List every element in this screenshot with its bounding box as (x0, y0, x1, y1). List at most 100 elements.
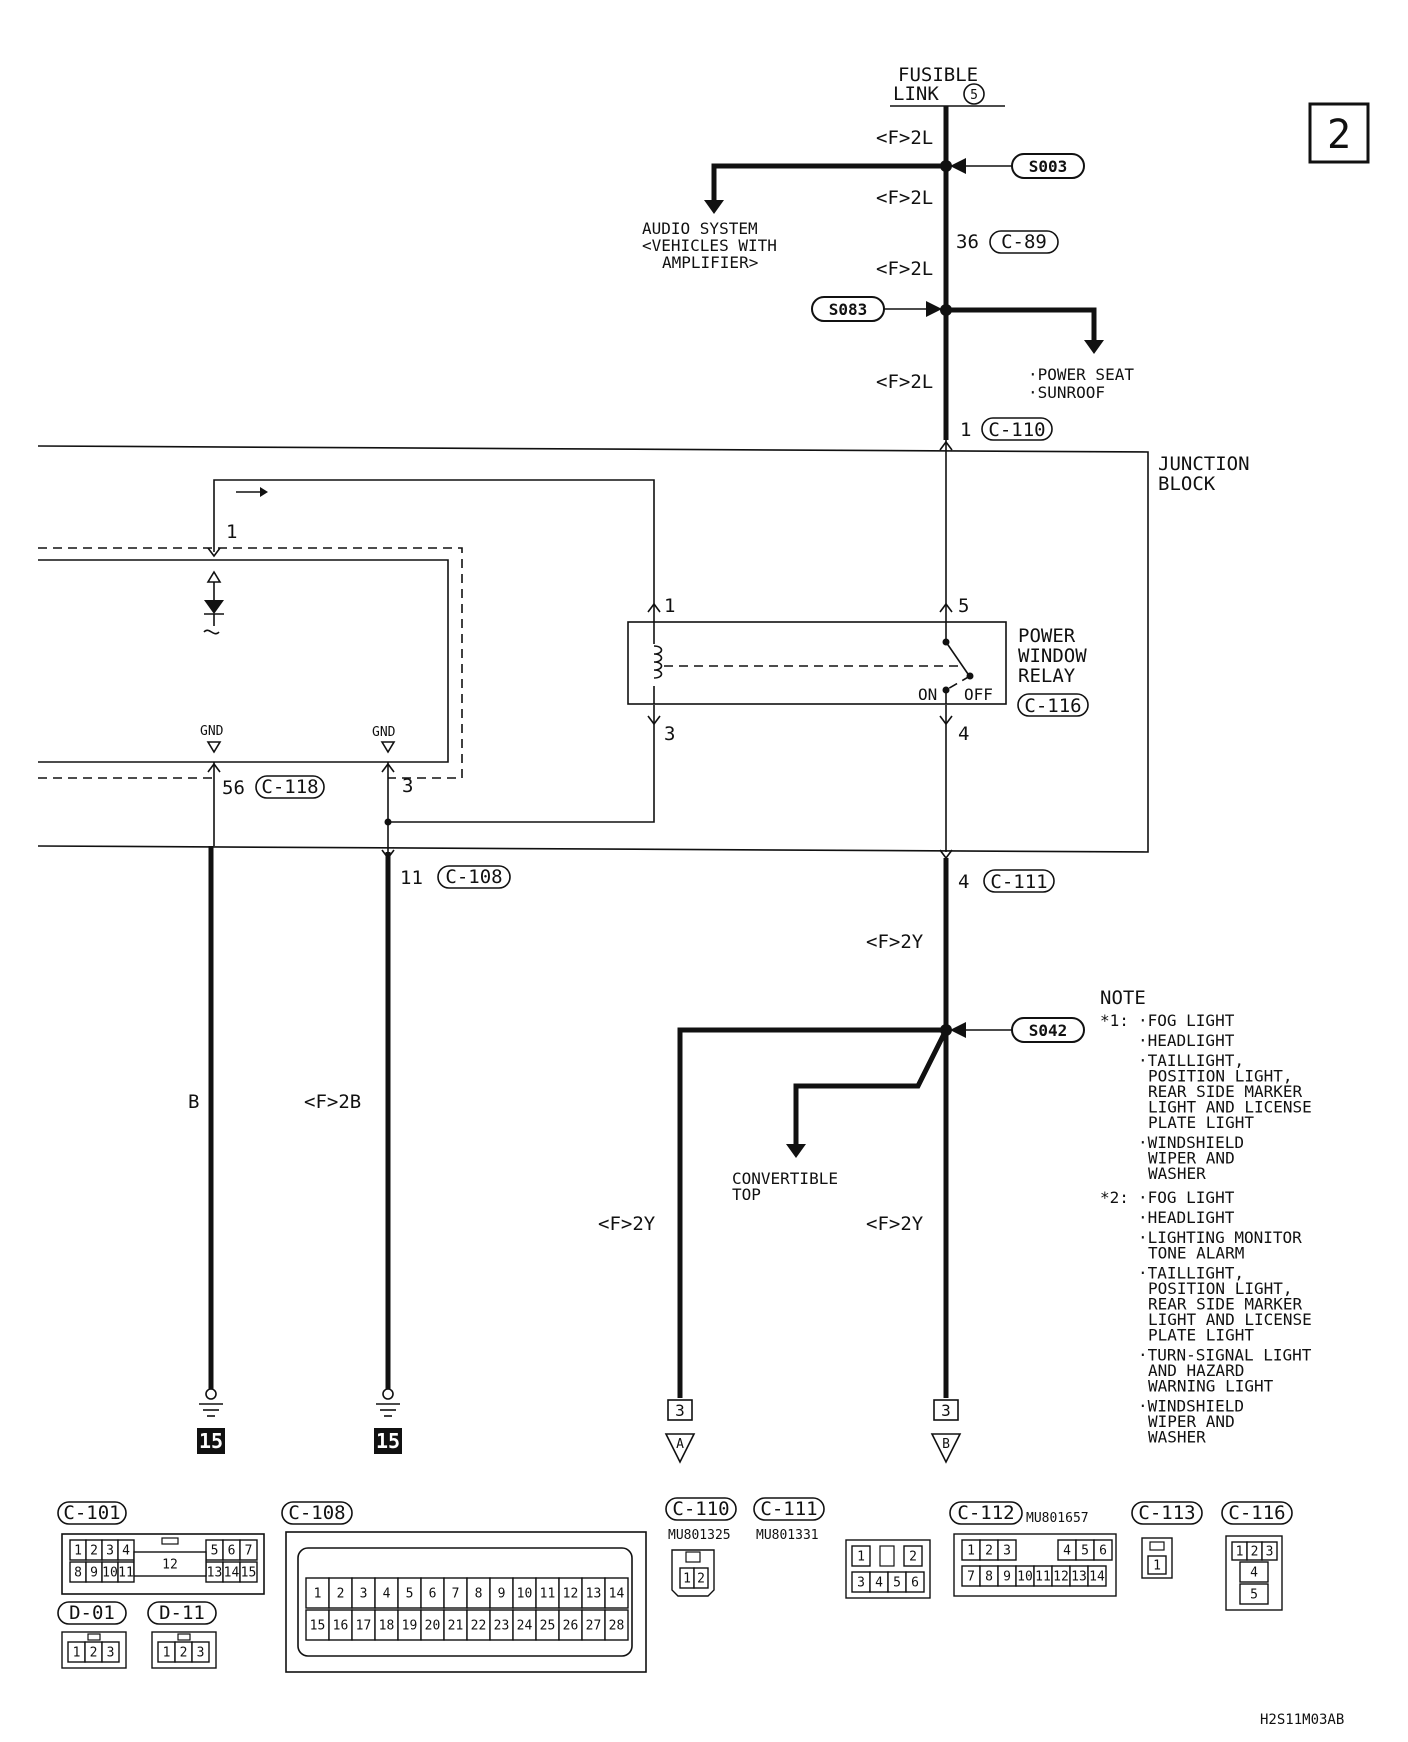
pin-number: 13 (586, 1587, 602, 1602)
ground-ref-1: 15 (199, 1429, 223, 1453)
pin-number: 12 (1053, 1570, 1069, 1585)
pin-number: 3 (106, 1544, 114, 1559)
pin-number: 1 (74, 1544, 82, 1559)
pin-number: 10 (517, 1587, 533, 1602)
pin-number: 2 (1251, 1545, 1259, 1560)
pin-number: 2 (90, 1544, 98, 1559)
svg-text:S042: S042 (1029, 1021, 1068, 1040)
pin-number: 1 (314, 1587, 322, 1602)
wire-code-f2b: <F>2B (304, 1091, 361, 1113)
ground-wire-2b: 3 11 C-108 <F>2B 15 (304, 762, 511, 1454)
pin-number: 12 (162, 1558, 178, 1573)
continuation-a: 3 A (664, 1399, 696, 1464)
pin-relay-3: 3 (664, 723, 675, 745)
note-item: ·WINDSHIELD (1138, 1397, 1244, 1416)
pin-number: 15 (241, 1566, 257, 1581)
pin-number: 8 (475, 1587, 483, 1602)
pin-number: 3 (360, 1587, 368, 1602)
note-item: LIGHT AND LICENSE (1148, 1098, 1312, 1117)
pin-number: 6 (429, 1587, 437, 1602)
note-item: ·TURN-SIGNAL LIGHT (1138, 1346, 1312, 1365)
svg-text:AUDIO SYSTEM: AUDIO SYSTEM (642, 219, 758, 238)
pin-number: 4 (122, 1544, 130, 1559)
junction-block: JUNCTION BLOCK (37, 445, 1250, 853)
pin-number: 7 (245, 1544, 253, 1559)
svg-text:C-116: C-116 (1024, 695, 1081, 717)
pin-number: 22 (471, 1619, 487, 1634)
svg-text:OFF: OFF (964, 685, 993, 704)
pin-number: 1 (857, 1550, 865, 1565)
pin-number: 11 (118, 1566, 134, 1581)
pin-number: 25 (540, 1619, 556, 1634)
pin-number: 2 (180, 1646, 188, 1661)
pin-number: 5 (1081, 1544, 1089, 1559)
svg-text:C-113: C-113 (1138, 1502, 1195, 1524)
pin-number: 12 (563, 1587, 579, 1602)
pin-number: 1 (683, 1572, 691, 1587)
note-item: TONE ALARM (1148, 1244, 1244, 1263)
output-wire: 4 C-111 <F>2Y (866, 858, 1055, 1398)
note-item: ·HEADLIGHT (1138, 1031, 1235, 1050)
ground-ref-2: 15 (376, 1429, 400, 1453)
pin-number: 14 (224, 1566, 240, 1581)
svg-text:S083: S083 (829, 300, 868, 319)
svg-text:S003: S003 (1029, 157, 1068, 176)
wire-code-f2l-1: <F>2L (876, 127, 933, 149)
note-item: PLATE LIGHT (1148, 1113, 1254, 1132)
svg-text:C-101: C-101 (63, 1502, 120, 1524)
connector-view-c113: C-113 1 (1131, 1501, 1203, 1579)
pin-relay-1: 1 (664, 595, 675, 617)
note-item: ·FOG LIGHT (1138, 1011, 1235, 1030)
pin-number: 6 (1099, 1544, 1107, 1559)
note-marker: *2: (1100, 1188, 1129, 1207)
note-item: WASHER (1148, 1164, 1206, 1183)
svg-text:A: A (676, 1437, 684, 1452)
svg-text:FUSIBLE: FUSIBLE (898, 64, 978, 86)
svg-text:BLOCK: BLOCK (1158, 473, 1216, 495)
wire-code-f2y-right: <F>2Y (866, 1213, 924, 1235)
svg-text:RELAY: RELAY (1018, 665, 1076, 687)
pin-number: 27 (586, 1619, 602, 1634)
svg-text:C-111: C-111 (760, 1498, 817, 1520)
pin-number: 10 (102, 1566, 118, 1581)
wire-code-f2y-main: <F>2Y (866, 931, 924, 953)
pin-inner-1: 1 (226, 521, 237, 543)
pin-number: 3 (107, 1646, 115, 1661)
power-seat-branch: ·POWER SEAT ·SUNROOF (946, 307, 1134, 402)
connector-c89-label: 36 C-89 (956, 230, 1059, 254)
convertible-branch: CONVERTIBLE TOP (732, 1028, 949, 1204)
wire-code-f2l-3: <F>2L (876, 258, 933, 280)
pin-number: 5 (893, 1576, 901, 1591)
pin-number: 4 (383, 1587, 391, 1602)
wire-code-f2l-2: <F>2L (876, 187, 933, 209)
note-section: NOTE*1:·FOG LIGHT·HEADLIGHT·TAILLIGHT,PO… (1100, 987, 1312, 1447)
svg-text:C-110: C-110 (672, 1498, 729, 1520)
pin-number: 14 (609, 1587, 625, 1602)
pin-number: 5 (211, 1544, 219, 1559)
svg-text:3: 3 (675, 1401, 685, 1420)
note-item: ·FOG LIGHT (1138, 1188, 1235, 1207)
svg-text:JUNCTION: JUNCTION (1158, 453, 1250, 475)
pin-number: 2 (90, 1646, 98, 1661)
svg-text:TOP: TOP (732, 1185, 761, 1204)
pin-number: 18 (379, 1619, 395, 1634)
pin-number: 7 (967, 1570, 975, 1585)
svg-text:MU801657: MU801657 (1026, 1511, 1089, 1526)
ground-wire-b: 56 C-118 B 15 (188, 762, 325, 1454)
pin-number: 5 (406, 1587, 414, 1602)
pin-number: 20 (425, 1619, 441, 1634)
svg-text:CONVERTIBLE: CONVERTIBLE (732, 1169, 838, 1188)
pin-number: 1 (967, 1544, 975, 1559)
svg-text:C-89: C-89 (1001, 231, 1047, 253)
pin-number: 3 (197, 1646, 205, 1661)
pin-number: 28 (609, 1619, 625, 1634)
pin-number: 8 (985, 1570, 993, 1585)
svg-text:MU801331: MU801331 (756, 1528, 819, 1543)
svg-text:D-11: D-11 (159, 1602, 205, 1624)
gnd-label-1: GND (200, 724, 224, 739)
pin-number: 2 (337, 1587, 345, 1602)
svg-text:3: 3 (941, 1401, 951, 1420)
